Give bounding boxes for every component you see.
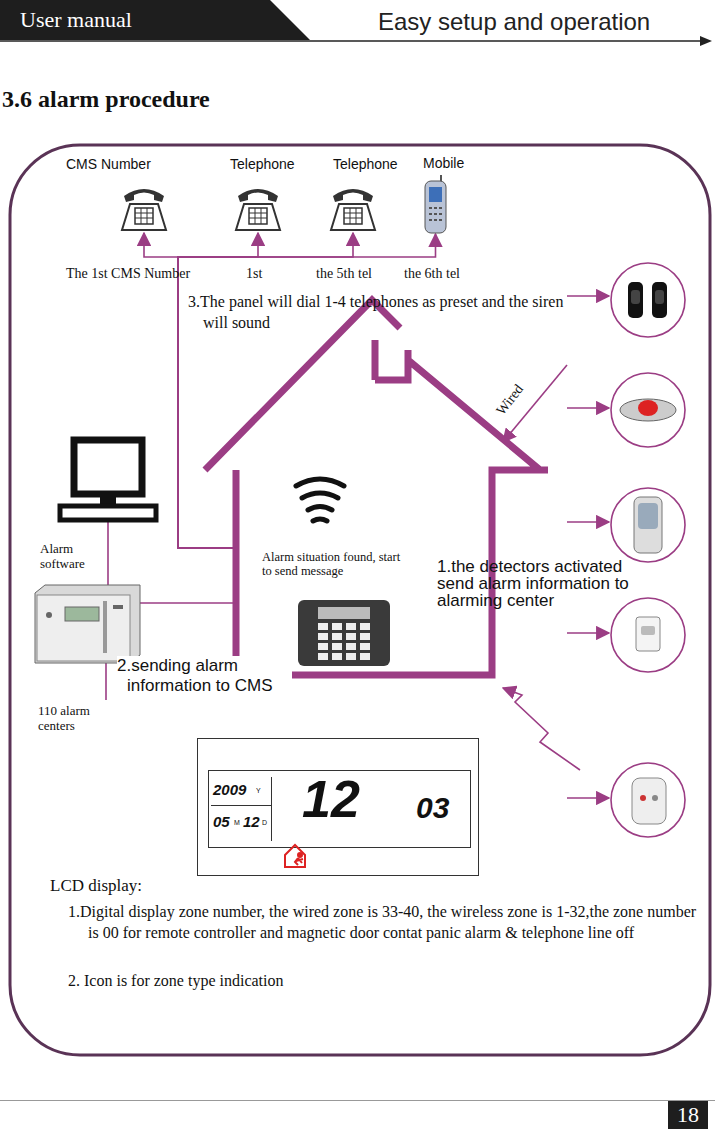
content-frame [10, 145, 710, 1055]
beam-detector [628, 282, 667, 318]
connector [140, 602, 236, 604]
page-title: 3.6 alarm procedure [2, 86, 210, 114]
connector [178, 234, 436, 548]
section-label: LCD display: [50, 876, 142, 896]
pir-outdoor-detector [634, 497, 662, 553]
alarm-receiver: 110 alarm centers [35, 585, 140, 663]
node-text: Telephone [230, 156, 295, 172]
alarm-keypad [298, 600, 390, 666]
mobile-phone: Mobilethe 6th tel [423, 175, 448, 233]
node-text: Y [256, 787, 261, 795]
node-text: 03 [416, 793, 449, 823]
node-text: Telephone [333, 156, 398, 172]
node-text: 05 [213, 813, 230, 830]
alarm-computer: Alarm software [60, 438, 156, 522]
telephone-icon [232, 180, 284, 232]
alarm-computer-icon [60, 438, 156, 522]
header-label: User manual [20, 7, 132, 32]
header-rule [0, 40, 700, 42]
lcd-divider [211, 805, 271, 806]
house-outline [205, 300, 548, 675]
header-label: Easy setup and operation [378, 8, 650, 36]
wired-label: Wired [493, 381, 528, 420]
header-tab [0, 0, 310, 40]
gas-detector [632, 778, 666, 824]
node-text: CMS Number [66, 156, 151, 172]
node-text: D [262, 819, 267, 827]
alarm-receiver-icon [35, 585, 140, 663]
lcd-display: 2009Y05M12D1203 [197, 738, 479, 876]
step-note: 2.sending alarm information to CMS [117, 656, 292, 697]
header-arrow [700, 36, 712, 46]
signal-icon [296, 479, 344, 521]
zone-type-icon [283, 843, 307, 869]
node-text: Mobile [423, 155, 464, 171]
node-text: the 6th tel [404, 266, 460, 282]
description: 1.Digital display zone number, the wired… [68, 902, 708, 944]
description: 2. Icon is for zone type indication [68, 972, 284, 990]
node-text: The 1st CMS Number [66, 266, 190, 282]
telephone: Telephonethe 5th tel [327, 180, 379, 232]
node-text: 1st [246, 266, 262, 282]
lcd-divider [271, 777, 272, 841]
leader-line [105, 660, 107, 700]
strobe-detector [620, 399, 676, 421]
node-text: 12 [302, 773, 360, 825]
page-number: 18 [668, 1101, 708, 1129]
step-note: 1.the detectors activated send alarm inf… [437, 558, 659, 609]
step-note: 3.The panel will dial 1-4 telephones as … [188, 292, 588, 334]
cms-phone-icon [118, 180, 170, 232]
node-text: 2009 [213, 781, 246, 798]
node-text: M [234, 819, 240, 827]
cms-phone: CMS NumberThe 1st CMS Number [118, 180, 170, 232]
detector-circles [611, 263, 685, 837]
pir-detector [636, 617, 660, 651]
node-text: 110 alarm centers [38, 704, 108, 734]
telephone-icon [327, 180, 379, 232]
detector-arrows [503, 296, 609, 798]
node-text: the 5th tel [316, 266, 372, 282]
footer-rule [0, 1100, 715, 1101]
node-text: 12 [243, 813, 260, 830]
node-text: Alarm software [40, 542, 102, 572]
telephone: Telephone1st [232, 180, 284, 232]
mobile-phone-icon [423, 175, 448, 233]
node-text: Alarm situation found, start to send mes… [262, 550, 410, 579]
connector [107, 522, 109, 585]
